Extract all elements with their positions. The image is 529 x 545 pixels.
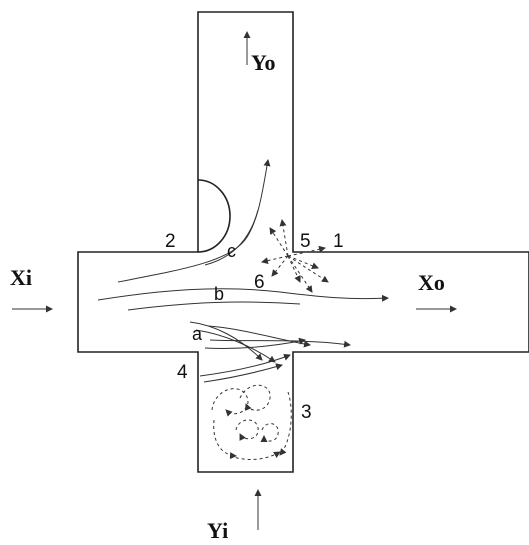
streamline-a-group [189, 321, 351, 363]
streamline-c [117, 159, 271, 283]
inlet-y-label: Yi [207, 518, 228, 543]
point-label-4: 4 [177, 362, 188, 383]
channel-wall [77, 11, 529, 473]
streamline-b [97, 288, 389, 302]
point-label-5: 5 [300, 231, 311, 252]
point-label-3: 3 [301, 402, 312, 423]
streamline-label-c: c [227, 241, 236, 261]
vortex-5 [261, 219, 329, 293]
outlet-y-label: Yo [251, 50, 275, 75]
point-label-1: 1 [333, 231, 344, 252]
streamline-b-lower [127, 301, 301, 311]
corner-bump [197, 179, 231, 253]
recirculation-3 [211, 384, 292, 460]
point-label-6: 6 [254, 272, 265, 293]
streamline-label-a: a [192, 324, 203, 344]
inlet-x-label: Xi [10, 265, 32, 290]
point-label-2: 2 [165, 231, 176, 252]
outlet-x-label: Xo [418, 270, 445, 295]
streamlines-4 [199, 353, 291, 383]
streamline-label-b: b [214, 284, 224, 304]
streamline-c-inner [204, 209, 259, 266]
